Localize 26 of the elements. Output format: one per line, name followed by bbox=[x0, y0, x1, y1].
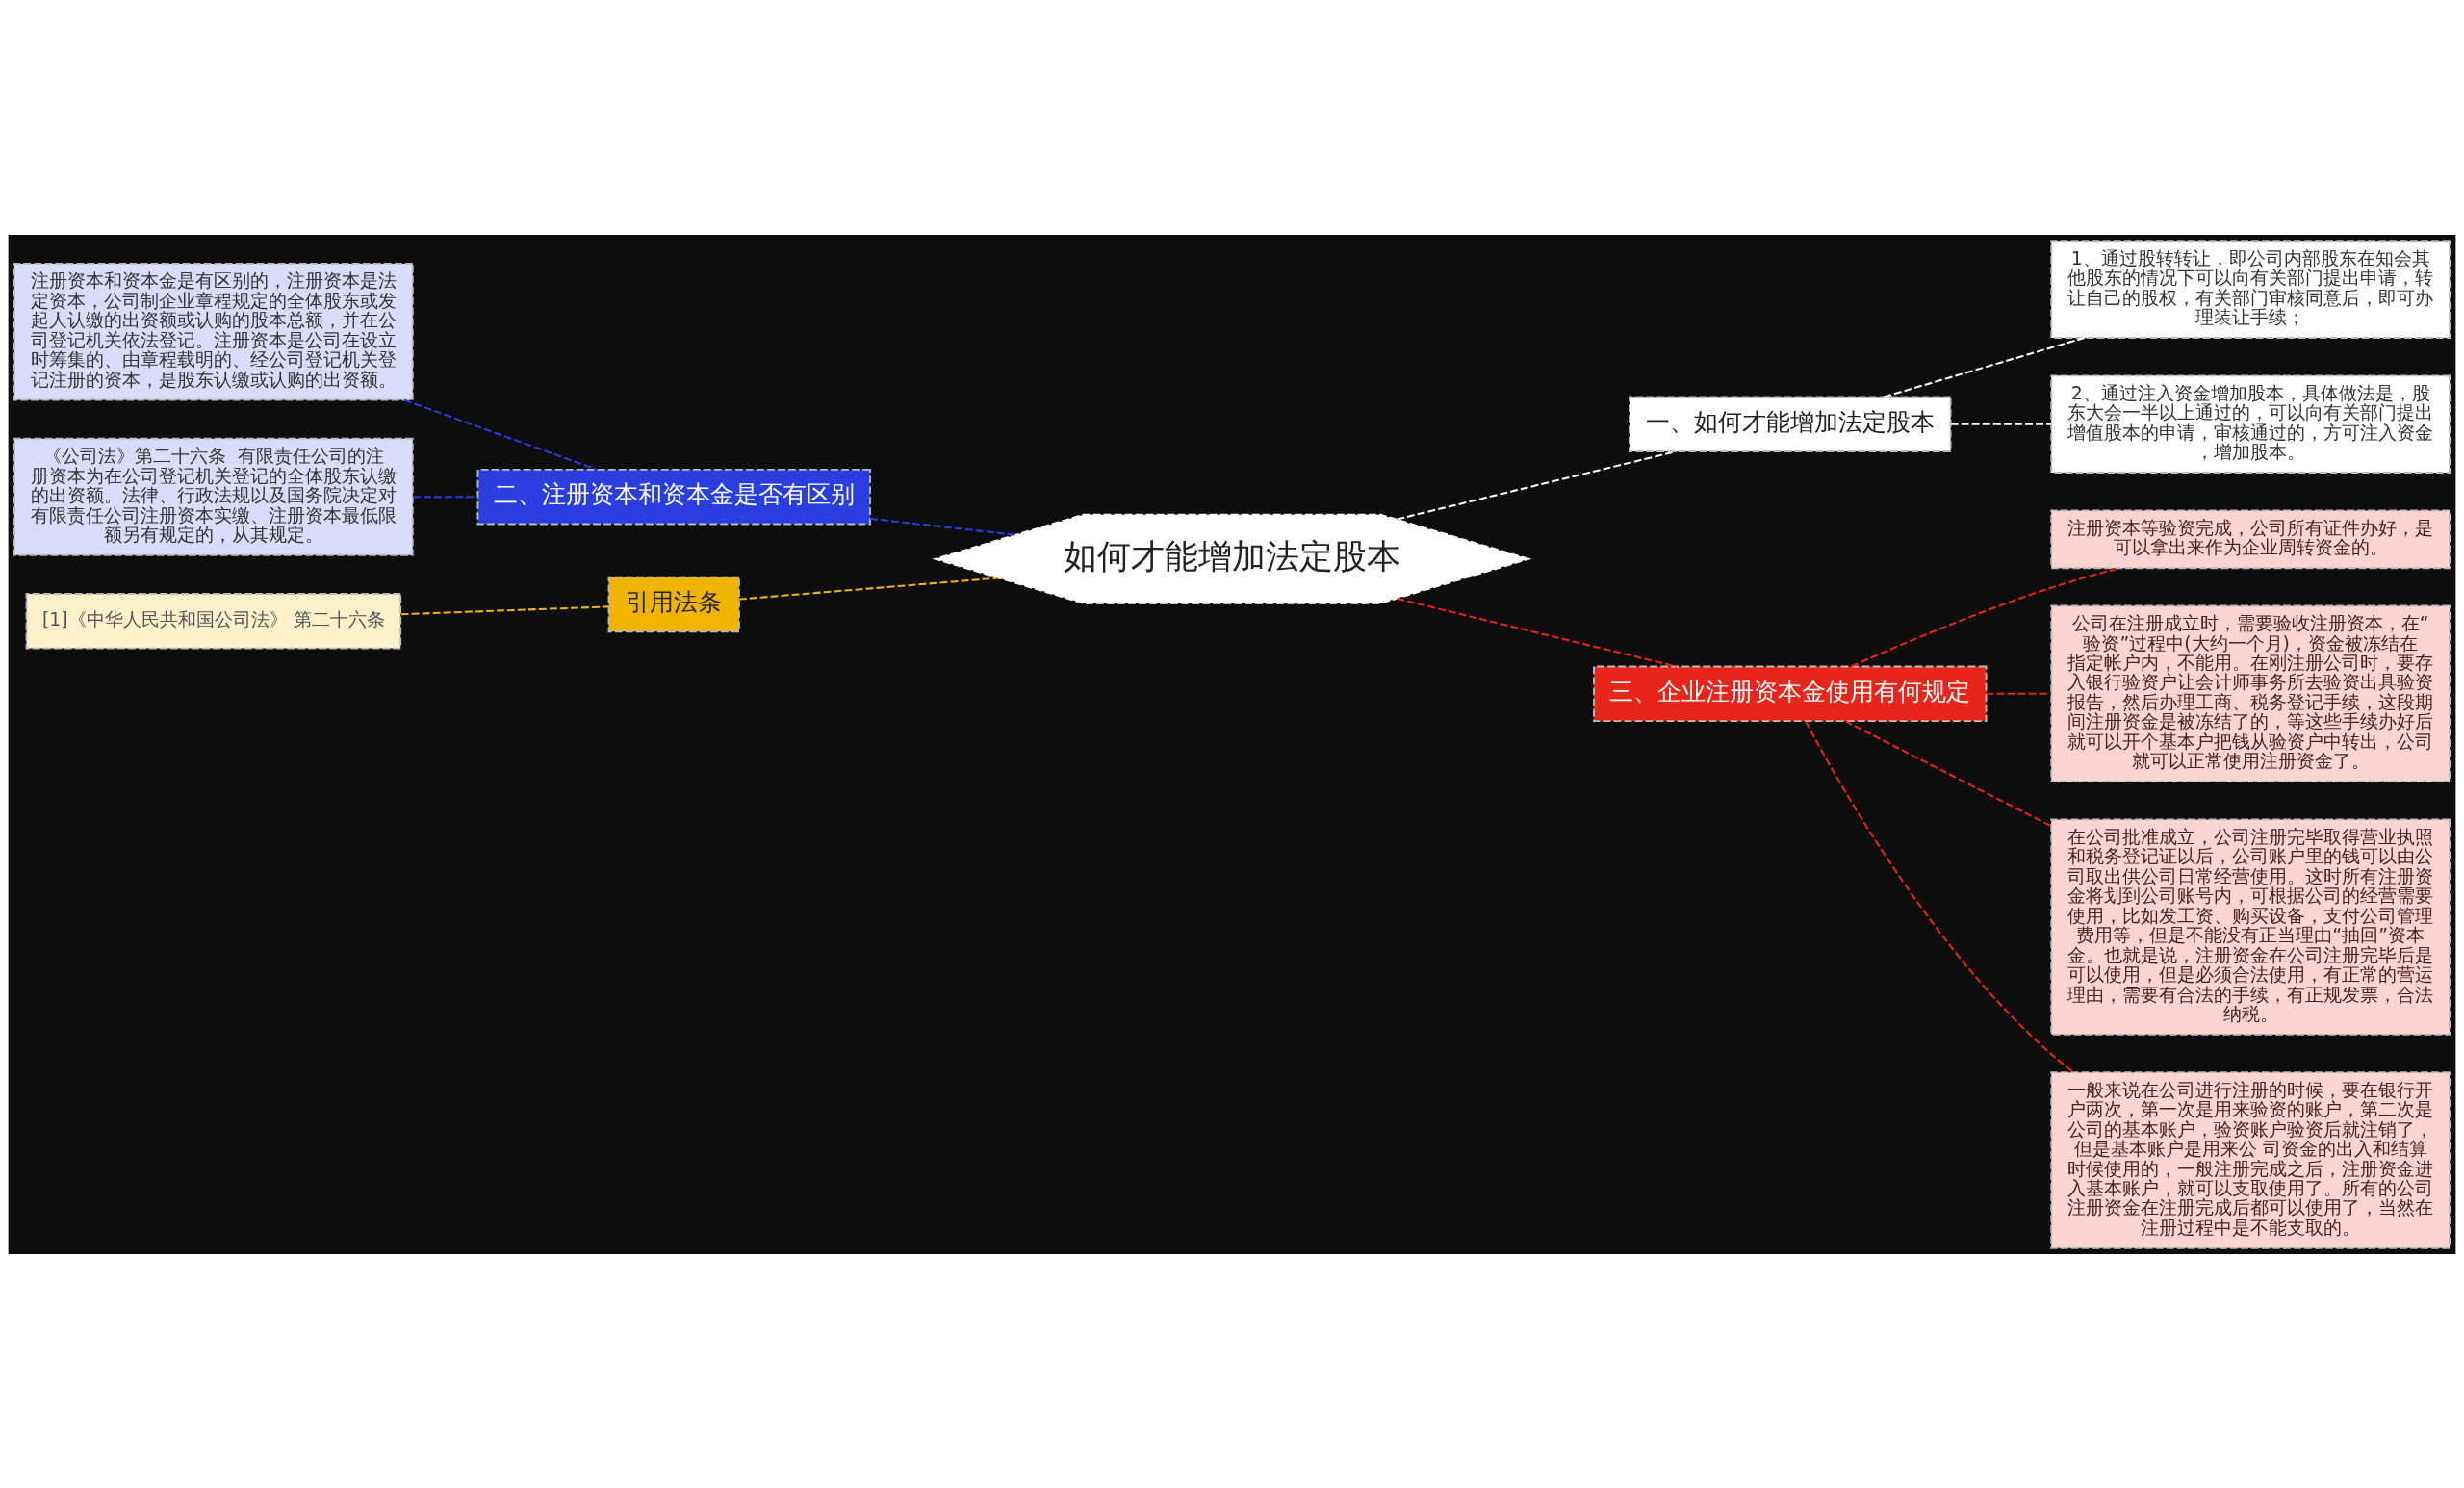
node-box: 二、注册资本和资本金是否有区别 bbox=[476, 468, 871, 525]
connector bbox=[1844, 719, 2052, 827]
connector bbox=[1397, 597, 1677, 667]
node-box: 引用法条 bbox=[607, 576, 740, 632]
connector bbox=[1397, 449, 1677, 520]
connector bbox=[403, 398, 598, 471]
node-box: 2、通过注入资金增加股本，具体做法是，股东大会一半以上通过的，可以向有关部门提出增值股本的申请，审核通过的，方可注入资金，增加股本。 bbox=[2050, 373, 2451, 474]
node-box: 注册资本和资本金是有区别的，注册资本是法定资本，公司制企业章程规定的全体股东或发起人认缴的出资额或认购的股本总额，并在公司登记机关依法登记。注册资本是公司在设立时筹集的、由章程载明的、经公司登记机关登记注册的资本，是股东认缴或认购的出资额。 bbox=[13, 262, 414, 400]
connector bbox=[1884, 336, 2085, 398]
connector bbox=[1851, 566, 2120, 667]
node-box: 在公司批准成立，公司注册完毕取得营业执照和税务登记证以后，公司账户里的钱可以由公司取出供公司日常经营使用。这时所有注册资金将划到公司账号内，可根据公司的经营需要使用，比如发工资、购买设备，支付公司管理费用等，但是不能没有正当理由“抽回”资本金。也就是说，注册资金在公司注册完毕后是可以使用，但是必须合法使用，有正常的营运理由，需要有合法的手续，有正规发票，合法纳税。 bbox=[2050, 817, 2451, 1036]
node-box: 公司在注册成立时，需要验收注册资本，在“验资”过程中(大约一个月)，资金被冻结在指定帐户内，不能用。在刚注册公司时，要存入银行验资户让会计师事务所去验资出具验资报告，然后办理工商、税务登记手续，这段期间注册资金是被冻结了的，等这些手续办好后就可以开个基本户把钱从验资户中转出，公司就可以正常使用注册资金了。 bbox=[2050, 604, 2451, 782]
node-box: 注册资本等验资完成，公司所有证件办好，是可以拿出来作为企业周转资金的。 bbox=[2050, 508, 2451, 569]
node-box: 《公司法》第二十六条 有限责任公司的注册资本为在公司登记机关登记的全体股东认缴的出资额。法律、行政法规以及国务院决定对有限责任公司注册资本实缴、注册资本最低限额另有规定的，从其规定。 bbox=[13, 437, 414, 556]
node-box: 三、企业注册资本金使用有何规定 bbox=[1593, 665, 1988, 722]
connector bbox=[870, 517, 1015, 536]
node-box: 1、通过股转转让，即公司内部股东在知会其他股东的情况下可以向有关部门提出申请，转让自己的股权，有关部门审核同意后，即可办理装让手续； bbox=[2050, 239, 2451, 339]
node-box: 一、如何才能增加法定股本 bbox=[1629, 395, 1952, 452]
connector bbox=[1986, 692, 2051, 695]
connector bbox=[1950, 423, 2052, 425]
connector bbox=[413, 495, 478, 498]
connector bbox=[738, 576, 999, 601]
connector bbox=[400, 604, 609, 615]
connector bbox=[1805, 720, 2075, 1073]
node-box: 一般来说在公司进行注册的时候，要在银行开户两次，第一次是用来验资的账户，第二次是公司的基本账户，验资账户验资后就注销了，但是基本账户是用来公 司资金的出入和结算时候使用的，一般注册完成之后，注册资金进入基本账户，就可以支取使用了。所有的公司注册资金在注册完成后都可以使用了，当然在注册过程中是不能支取的。 bbox=[2050, 1070, 2451, 1249]
node-box: [1]《中华人民共和国公司法》 第二十六条 bbox=[25, 592, 402, 650]
